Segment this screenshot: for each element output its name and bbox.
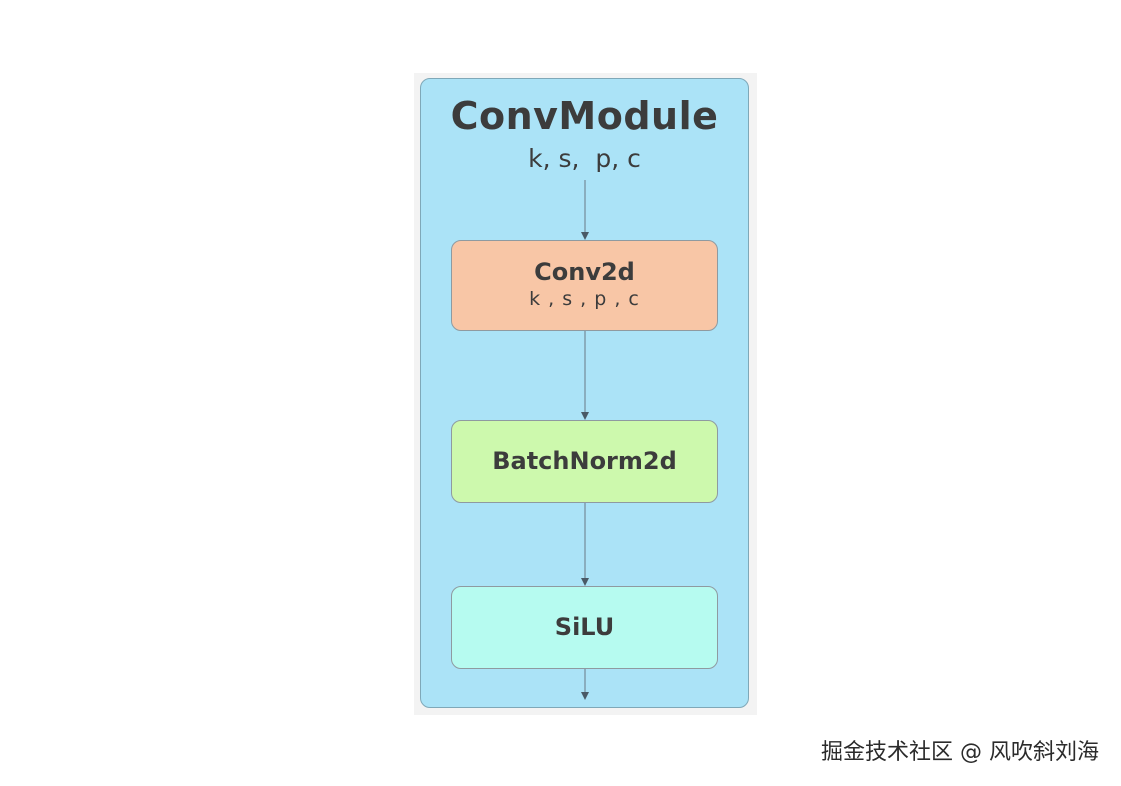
batchnorm2d-block: BatchNorm2d xyxy=(451,420,718,503)
module-title: ConvModule xyxy=(450,94,719,138)
watermark: 掘金技术社区 @ 风吹斜刘海 xyxy=(821,740,1099,765)
silu-block: SiLU xyxy=(451,586,718,669)
conv2d-block: Conv2d k , s , p , c xyxy=(451,240,718,331)
silu-label: SiLU xyxy=(554,613,615,641)
conv2d-label: Conv2d xyxy=(534,258,635,286)
module-params: k, s, p, c xyxy=(528,144,641,173)
conv2d-params: k , s , p , c xyxy=(529,288,640,310)
batchnorm2d-label: BatchNorm2d xyxy=(492,447,677,475)
